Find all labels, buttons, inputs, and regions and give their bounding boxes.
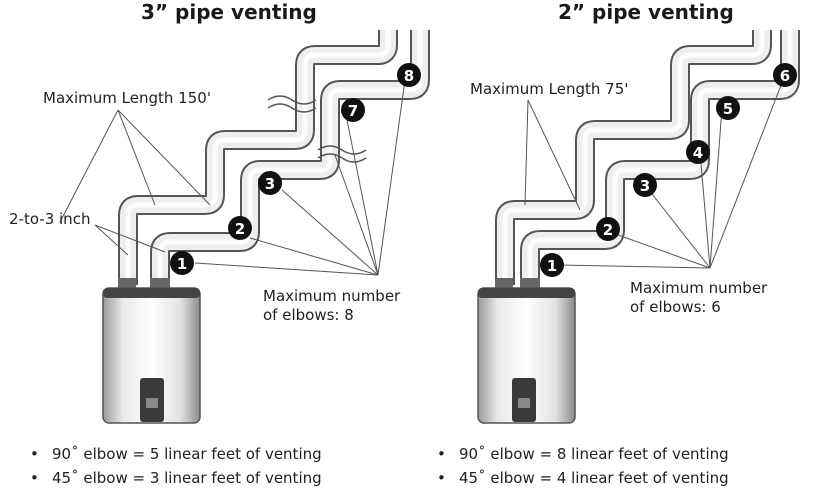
right-marker-4: 4 [686,140,710,164]
left-bullet-45: • 45˚ elbow = 3 linear feet of venting [30,469,322,487]
bullet-dot: • [437,445,446,463]
right-max-elbows-label: Maximum number of elbows: 6 [630,279,767,317]
right-max-elbows-line1: Maximum number [630,279,768,297]
svg-text:5: 5 [723,100,733,118]
left-leader-lines [59,79,406,276]
right-pipe-system [495,30,800,285]
right-water-heater [477,278,576,424]
left-adapter-label: 2-to-3 inch [9,210,91,228]
left-marker-3: 3 [258,171,282,195]
right-bullet-45: • 45˚ elbow = 4 linear feet of venting [437,469,729,487]
svg-text:6: 6 [780,67,790,85]
svg-text:2: 2 [235,220,245,238]
left-bullet-90-text: 90˚ elbow = 5 linear feet of venting [52,445,322,463]
right-marker-2: 2 [596,217,620,241]
svg-text:3: 3 [640,177,650,195]
left-marker-8: 8 [397,63,421,87]
left-marker-7: 7 [341,98,365,122]
svg-text:1: 1 [547,257,557,275]
left-max-elbows-line2: of elbows: 8 [263,306,354,324]
left-max-elbows-label: Maximum number of elbows: 8 [263,287,400,325]
right-marker-5: 5 [716,96,740,120]
left-marker-1: 1 [170,251,194,275]
svg-text:3: 3 [265,175,275,193]
svg-text:1: 1 [177,255,187,273]
svg-text:2: 2 [603,221,613,239]
svg-text:4: 4 [693,144,703,162]
right-bullet-45-text: 45˚ elbow = 4 linear feet of venting [459,469,729,487]
right-marker-3: 3 [633,173,657,197]
right-title: 2” pipe venting [558,0,734,24]
left-max-length-label: Maximum Length 150' [43,89,211,107]
right-marker-6: 6 [773,63,797,87]
right-max-length-label: Maximum Length 75' [470,80,629,98]
right-leader-lines [524,74,786,269]
left-elbow-markers: 1 2 3 7 8 [170,63,421,275]
bullet-dot: • [30,445,39,463]
svg-text:8: 8 [404,67,414,85]
left-bullet-90: • 90˚ elbow = 5 linear feet of venting [30,445,322,463]
left-pipe-system [118,30,430,285]
left-bullet-45-text: 45˚ elbow = 3 linear feet of venting [52,469,322,487]
bullet-dot: • [30,469,39,487]
bullet-dot: • [437,469,446,487]
left-water-heater [102,278,201,424]
right-elbow-markers: 1 2 3 4 5 6 [540,63,797,277]
right-bullet-90: • 90˚ elbow = 8 linear feet of venting [437,445,729,463]
right-bullet-90-text: 90˚ elbow = 8 linear feet of venting [459,445,729,463]
svg-text:7: 7 [348,102,358,120]
left-marker-2: 2 [228,216,252,240]
left-max-elbows-line1: Maximum number [263,287,401,305]
right-marker-1: 1 [540,253,564,277]
left-title: 3” pipe venting [141,0,317,24]
right-max-elbows-line2: of elbows: 6 [630,298,721,316]
